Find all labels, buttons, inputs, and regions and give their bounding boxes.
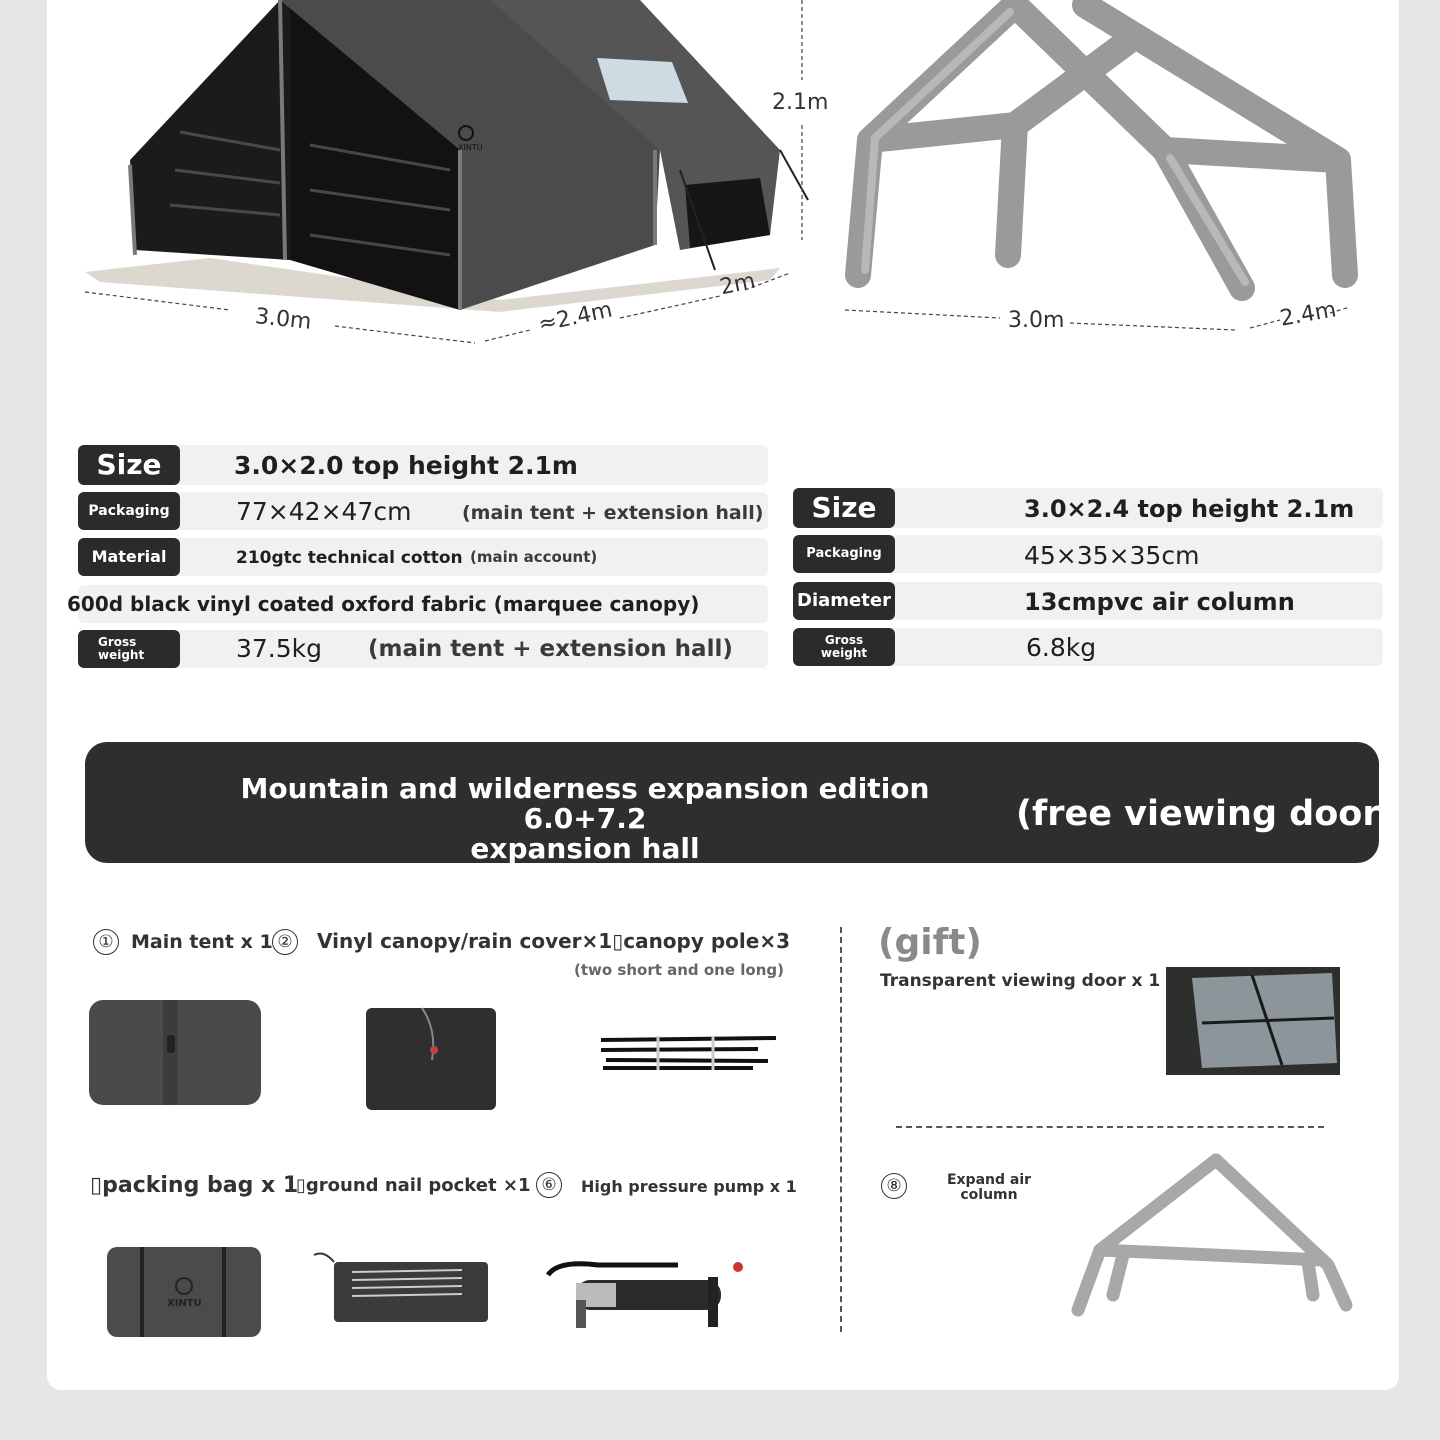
banner-title-line1: Mountain and wilderness expansion editio…	[240, 772, 930, 835]
material-value: 210gtc technical cotton	[236, 548, 463, 568]
spec-row-fabric	[78, 585, 768, 623]
brand-logo-icon	[458, 125, 474, 141]
item-expand-column: Expand air column	[930, 1173, 1048, 1203]
frame-weight-label-line2: weight	[820, 646, 868, 660]
item-main-tent: Main tent x 1	[131, 931, 273, 953]
frame-packaging-value: 45×35×35cm	[1024, 541, 1200, 570]
tent-image: XINTU	[84, 0, 809, 344]
spec-row-packaging	[78, 492, 768, 530]
weight-label-line2: weight	[98, 648, 145, 662]
canopy-poles-image	[600, 1036, 777, 1070]
expand-line2: column	[960, 1187, 1018, 1203]
nail-pocket-image	[313, 1252, 488, 1322]
item-packing-bag: ▯packing bag x 1	[90, 1173, 299, 1198]
diameter-label: Diameter	[793, 582, 895, 620]
material-note: (main account)	[470, 548, 598, 566]
weight-note: (main tent + extension hall)	[368, 636, 733, 662]
item-nail-pocket: ▯ground nail pocket ×1	[296, 1175, 531, 1196]
fabric-value: 600d black vinyl coated oxford fabric (m…	[67, 592, 700, 616]
gift-item: Transparent viewing door x 1	[880, 971, 1161, 991]
item-canopy: Vinyl canopy/rain cover×1▯canopy pole×3	[317, 929, 791, 953]
gift-divider	[896, 1126, 1324, 1128]
frame-size-label: Size	[793, 488, 895, 528]
packing-bag-image: XINTU	[107, 1247, 261, 1337]
height-dimension: 2.1m	[772, 90, 829, 115]
bag-logo-text: XINTU	[167, 1298, 202, 1309]
packaging-note: (main tent + extension hall)	[462, 502, 764, 524]
frame-weight-label-line1: Gross	[824, 633, 864, 648]
weight-label-line1: Gross	[98, 635, 137, 650]
size-value: 3.0×2.0 top height 2.1m	[234, 451, 578, 480]
spec-row-material	[78, 538, 768, 576]
bag-logo-icon	[175, 1277, 193, 1295]
packaging-label: Packaging	[78, 492, 180, 530]
gift-title: (gift)	[878, 922, 982, 963]
banner-gift-note: (free viewing door)	[1016, 794, 1396, 834]
banner-title: Mountain and wilderness expansion editio…	[200, 774, 970, 864]
item-number-2: ②	[272, 929, 298, 955]
air-frame-image	[844, 0, 1358, 331]
item-pump: High pressure pump x 1	[581, 1177, 797, 1196]
item-number-6: ⑥	[536, 1172, 562, 1198]
spec-row-weight	[78, 630, 768, 668]
material-label: Material	[78, 538, 180, 576]
frame-weight-label: Gross weight	[793, 628, 895, 666]
banner-title-line2: expansion hall	[470, 832, 700, 865]
frame-size-value: 3.0×2.4 top height 2.1m	[1024, 495, 1355, 523]
diameter-value: 13cmpvc air column	[1024, 588, 1295, 616]
size-label: Size	[78, 445, 180, 485]
section-divider	[840, 927, 842, 1332]
viewing-door-image	[1166, 967, 1340, 1075]
item-canopy-note: (two short and one long)	[574, 961, 784, 979]
brand-logo-text: XINTU	[458, 143, 483, 152]
expand-line1: Expand air	[946, 1172, 1032, 1188]
edition-banner	[85, 742, 1379, 863]
pump-image	[545, 1261, 743, 1328]
item-number-1: ①	[93, 929, 119, 955]
item-number-8: ⑧	[881, 1173, 907, 1199]
main-tent-bag-image	[89, 1000, 261, 1105]
frame-packaging-label: Packaging	[793, 535, 895, 573]
packaging-value: 77×42×47cm	[236, 497, 412, 526]
weight-value: 37.5kg	[236, 634, 323, 663]
canopy-bag-image	[366, 1007, 496, 1110]
expand-column-image	[1071, 1153, 1353, 1317]
frame-weight-value: 6.8kg	[1026, 633, 1097, 662]
frame-width-dimension: 3.0m	[1008, 308, 1065, 333]
spec-row-size	[78, 445, 768, 485]
weight-label: Gross weight	[78, 630, 180, 668]
